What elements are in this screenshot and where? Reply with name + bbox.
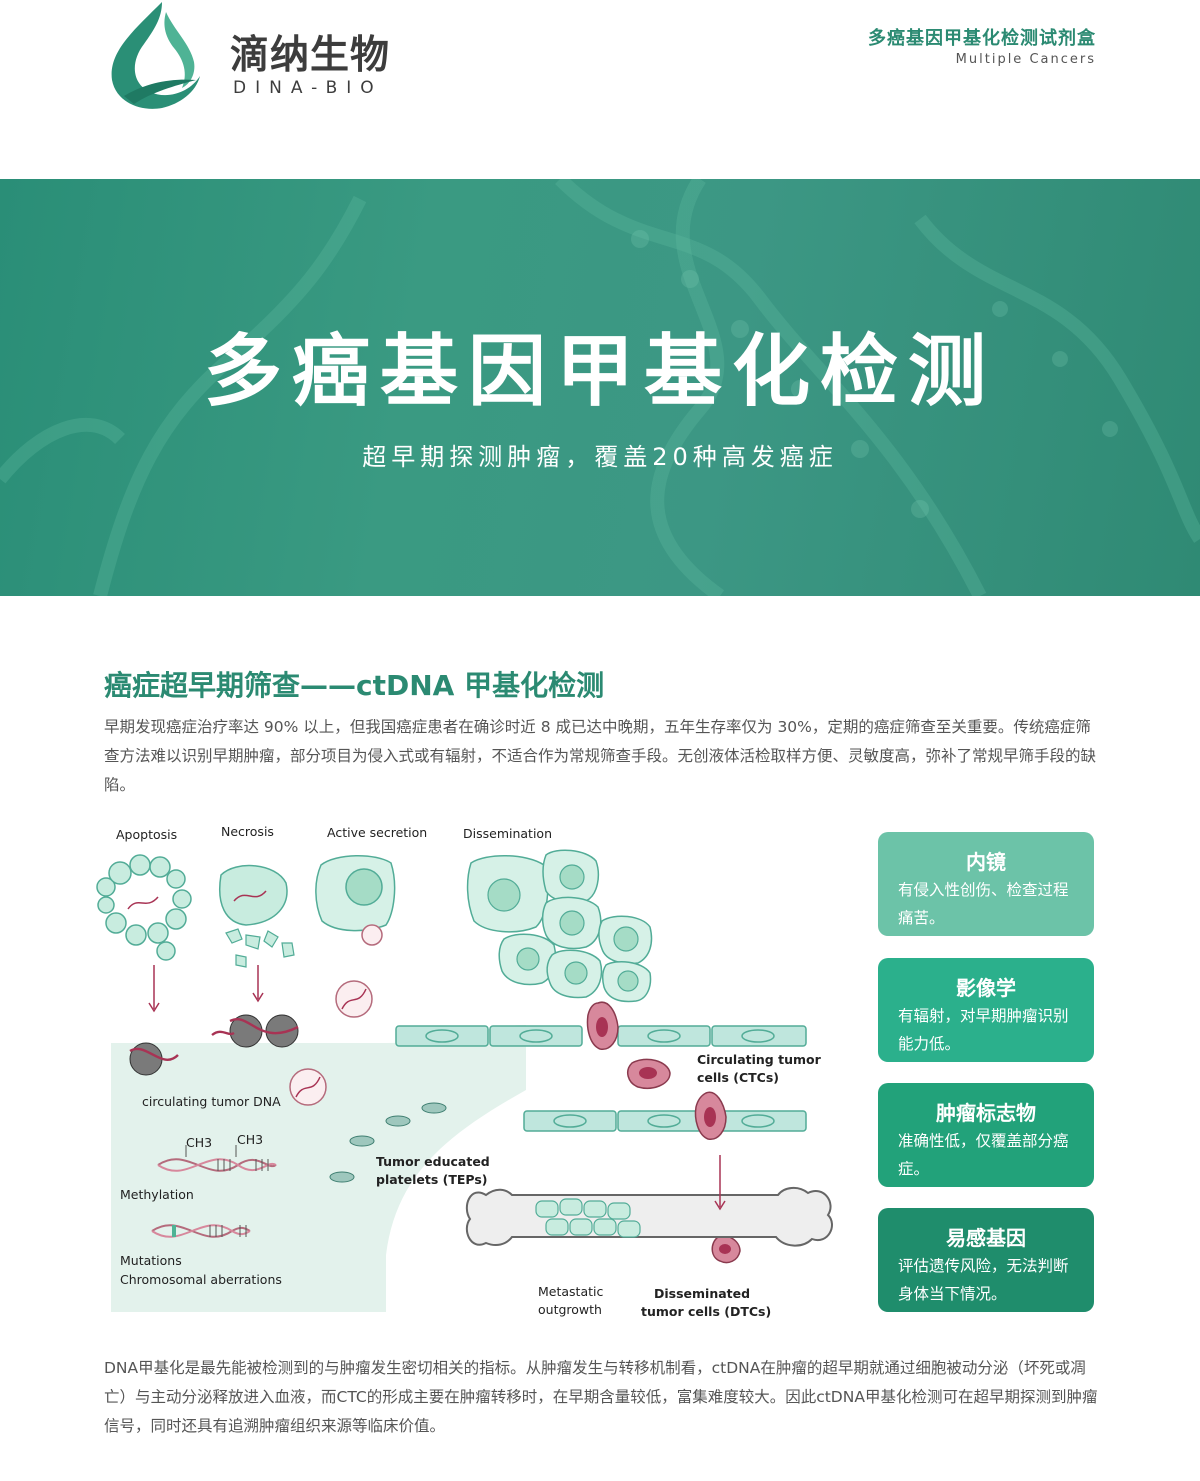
droplet-logo-icon xyxy=(111,2,200,109)
ctdna-mechanism-diagram: Apoptosis Necrosis Active secretion Diss… xyxy=(86,815,846,1335)
dissemination-label: Dissemination xyxy=(463,826,552,841)
dtc-label-line1: Disseminated xyxy=(654,1286,751,1301)
section-title: 癌症超早期筛查——ctDNA 甲基化检测 xyxy=(104,669,605,702)
apoptosis-label: Apoptosis xyxy=(116,827,178,842)
card-title: 影像学 xyxy=(956,976,1016,1000)
teps-label-line1: Tumor educated xyxy=(376,1154,490,1169)
metastatic-label-line2: outgrowth xyxy=(538,1302,602,1317)
card-title: 肿瘤标志物 xyxy=(936,1101,1036,1125)
card-title: 内镜 xyxy=(966,850,1006,874)
diagram-illustration xyxy=(96,849,833,1312)
methylation-label: Methylation xyxy=(120,1187,194,1202)
card-title: 易感基因 xyxy=(946,1226,1026,1250)
conclusion-paragraph: DNA甲基化是最先能被检测到的与肿瘤发生密切相关的指标。从肿瘤发生与转移机制看，… xyxy=(104,1359,1098,1435)
teps-label-line2: platelets (TEPs) xyxy=(376,1172,488,1187)
ch3-label-b: CH3 xyxy=(237,1132,264,1147)
intro-paragraph: 早期发现癌症治疗率达 90% 以上，但我国癌症患者在确诊时近 8 成已达中晚期，… xyxy=(104,718,1097,794)
brand-name-cn: 滴纳生物 xyxy=(230,33,391,78)
card-endoscopy: 内镜 有侵入性创伤、检查过程痛苦。 xyxy=(878,832,1094,936)
hero-banner: 多癌基因甲基化检测 超早期探测肿瘤，覆盖20种高发癌症 xyxy=(0,179,1200,596)
product-name-en: Multiple Cancers xyxy=(955,52,1096,67)
hero-subtitle: 超早期探测肿瘤，覆盖20种高发癌症 xyxy=(362,443,838,471)
card-imaging: 影像学 有辐射，对早期肿瘤识别能力低。 xyxy=(878,958,1094,1062)
dna-helix-background-icon xyxy=(0,179,1200,596)
card-description: 有辐射，对早期肿瘤识别能力低。 xyxy=(898,1007,1069,1053)
ctc-label-line1: Circulating tumor xyxy=(697,1052,821,1067)
card-tumor-markers: 肿瘤标志物 准确性低，仅覆盖部分癌症。 xyxy=(878,1083,1094,1187)
card-description: 准确性低，仅覆盖部分癌症。 xyxy=(898,1132,1069,1178)
metastatic-label-line1: Metastatic xyxy=(538,1284,604,1299)
card-description: 有侵入性创伤、检查过程痛苦。 xyxy=(898,881,1069,927)
ctc-label-line2: cells (CTCs) xyxy=(697,1070,779,1085)
mutations-label: Mutations xyxy=(120,1253,182,1268)
chromosomal-aberrations-label: Chromosomal aberrations xyxy=(120,1272,282,1287)
ctdna-label: circulating tumor DNA xyxy=(142,1094,281,1109)
dtc-label-line2: tumor cells (DTCs) xyxy=(641,1304,772,1319)
card-description: 评估遗传风险，无法判断身体当下情况。 xyxy=(898,1257,1069,1303)
card-susceptibility-genes: 易感基因 评估遗传风险，无法判断身体当下情况。 xyxy=(878,1208,1094,1312)
active-secretion-label: Active secretion xyxy=(327,825,428,840)
ch3-label-a: CH3 xyxy=(186,1135,213,1150)
brand-logo: 滴纳生物 DINA-BIO xyxy=(100,0,430,120)
brand-name-en: DINA-BIO xyxy=(233,78,383,98)
hero-title: 多癌基因甲基化检测 xyxy=(203,327,996,417)
necrosis-label: Necrosis xyxy=(221,824,274,839)
product-name-cn: 多癌基因甲基化检测试剂盒 xyxy=(868,28,1096,49)
